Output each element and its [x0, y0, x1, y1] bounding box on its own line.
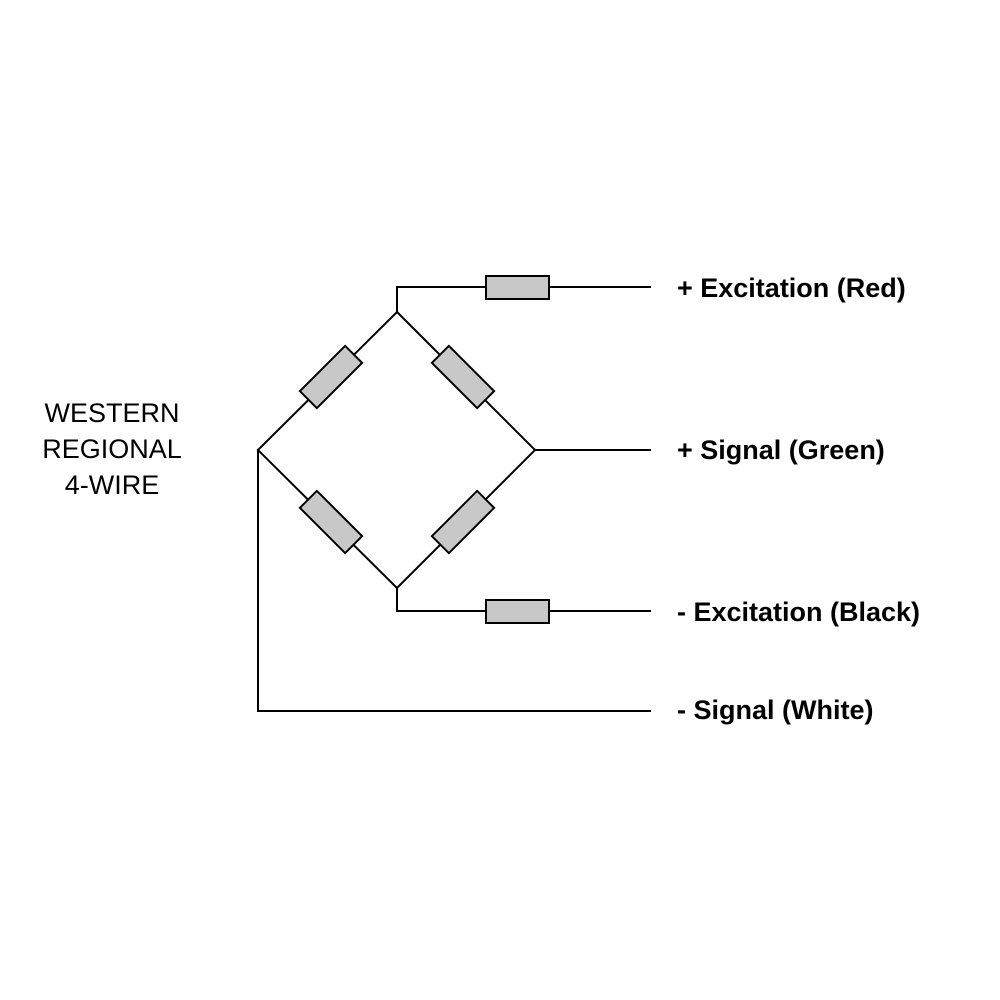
- label-signal-negative: - Signal (White): [677, 695, 873, 725]
- caption-line-1: WESTERN: [45, 398, 180, 428]
- bridge-resistors: [298, 344, 496, 555]
- resistor-excitation-negative: [485, 599, 550, 624]
- resistor-excitation-positive: [485, 275, 550, 300]
- resistor-upper-right: [430, 344, 496, 410]
- resistor-upper-left: [298, 344, 364, 410]
- label-excitation-negative: - Excitation (Black): [677, 597, 920, 627]
- resistor-lower-left: [298, 489, 364, 555]
- label-excitation-positive: + Excitation (Red): [677, 273, 906, 303]
- resistor-lower-right: [430, 489, 496, 555]
- label-signal-positive: + Signal (Green): [677, 435, 885, 465]
- caption-line-2: REGIONAL: [42, 434, 182, 464]
- caption-line-3: 4-WIRE: [65, 470, 160, 500]
